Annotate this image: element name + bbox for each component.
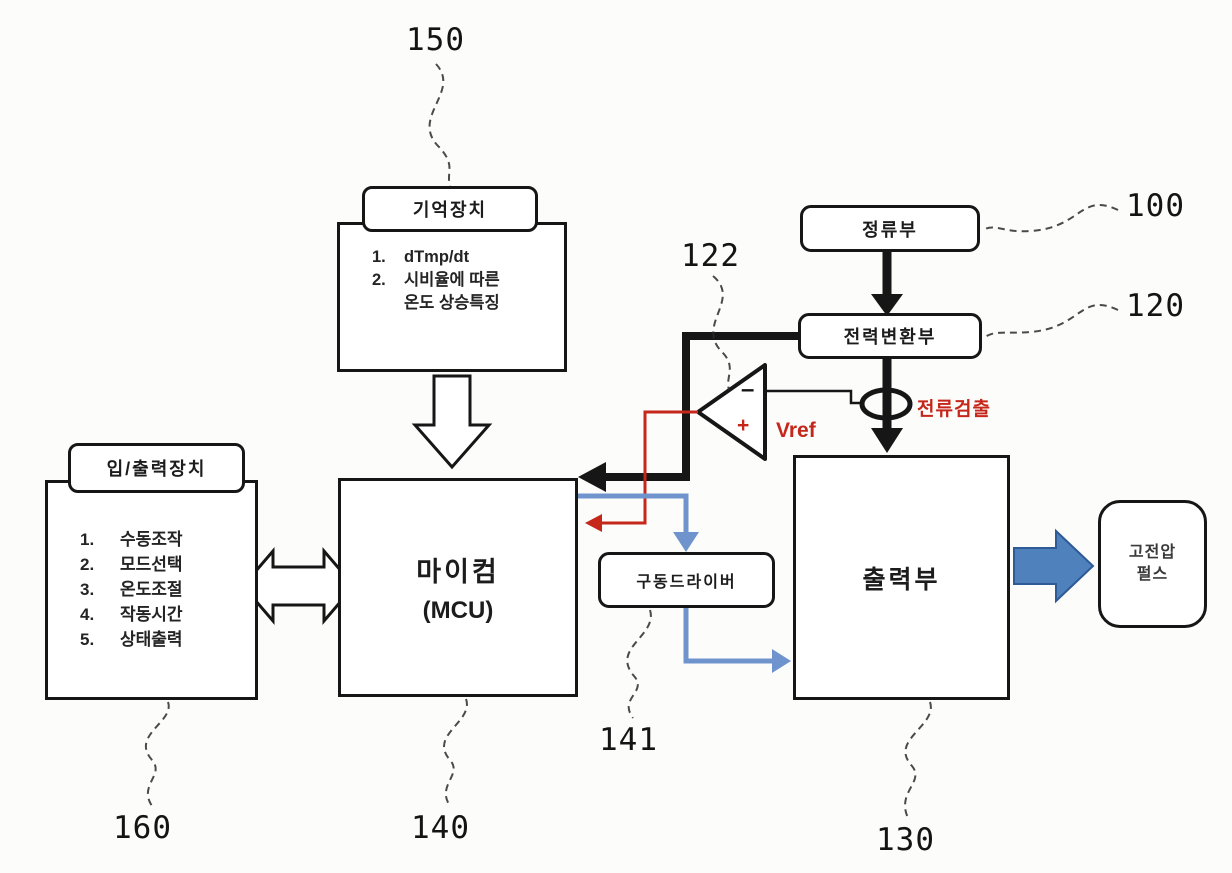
comparator-minus-label: – [741,376,755,403]
io-item-2-label: 모드선택 [120,555,183,574]
driver-title-label: 구동드라이버 [636,574,737,591]
memory-list: 1. dTmp/dt 2. 시비율에 따른 온도 상승특징 [372,246,552,315]
io-item-4: 4. 작동시간 [80,602,250,627]
comparator-plus-label: + [737,414,750,437]
mcu-title-line1: 마이컴 [416,557,500,587]
current-sensor-icon [765,387,913,421]
io-box [45,480,258,700]
io-item-1-num: 1. [80,530,95,549]
leader-150 [428,63,451,187]
leader-100 [984,204,1119,233]
io-item-3-label: 온도조절 [120,580,183,599]
converter-title-label: 전력변환부 [843,327,937,347]
ref-120: 120 [1126,288,1185,324]
rectifier-title-label: 정류부 [862,219,918,240]
pulse-label-line1: 고전압 [1128,544,1177,561]
mcu-to-driver-blue-arrow [578,493,699,552]
memory-item-1-label: dTmp/dt [404,248,470,266]
memory-to-mcu-block-arrow [411,374,493,470]
comparator-to-mcu-red-arrow [585,410,698,532]
pulse-box: 고전압 펄스 [1098,500,1207,628]
ref-130: 130 [876,822,935,858]
ref-141: 141 [599,722,658,758]
current-sense-label: 전류검출 [917,399,991,420]
io-item-2-num: 2. [80,555,95,574]
memory-title-label: 기억장치 [412,200,488,220]
io-list: 1. 수동조작 2. 모드선택 3. 온도조절 4. 작동시간 5. 상태출력 [80,527,250,652]
io-item-2: 2. 모드선택 [80,552,250,577]
driver-box: 구동드라이버 [598,552,775,608]
output-box: 출력부 [793,455,1010,700]
ref-100: 100 [1126,188,1185,224]
comparator-icon [696,363,767,461]
mcu-box: 마이컴 (MCU) [338,478,578,697]
memory-item-2: 2. 시비율에 따른 온도 상승특징 [372,269,552,315]
leader-141 [626,609,652,719]
converter-box: 전력변환부 [798,313,982,359]
leader-122 [712,275,731,391]
leader-130 [904,701,932,819]
io-item-4-num: 4. [80,605,95,624]
output-title-label: 출력부 [862,565,941,594]
pulse-label-line2: 펄스 [1136,566,1169,583]
mcu-title-line2: (MCU) [422,597,494,624]
rectifier-box: 정류부 [800,205,980,252]
io-box-title: 입/출력장치 [68,443,245,493]
leader-120 [984,304,1119,338]
memory-item-2-label: 시비율에 따른 온도 상승특징 [404,271,500,312]
io-item-5-label: 상태출력 [120,630,183,649]
ref-150: 150 [406,22,465,58]
leader-lines [144,63,1119,819]
io-item-5-num: 5. [80,630,95,649]
leader-160 [144,701,170,807]
io-item-5: 5. 상태출력 [80,627,250,652]
io-item-1-label: 수동조작 [120,530,183,549]
output-to-pulse-block-arrow [1013,528,1095,604]
ref-140: 140 [411,810,470,846]
io-item-1: 1. 수동조작 [80,527,250,552]
memory-item-2-num: 2. [372,271,386,289]
memory-item-1: 1. dTmp/dt [372,246,552,269]
io-title-label: 입/출력장치 [106,459,207,479]
converter-to-output-arrow [871,358,903,453]
ref-122: 122 [681,238,740,274]
io-item-3: 3. 온도조절 [80,577,250,602]
io-item-4-label: 작동시간 [120,605,183,624]
vref-label: Vref [776,419,816,442]
driver-to-output-blue-arrow [683,608,791,673]
memory-item-1-num: 1. [372,248,386,266]
leader-140 [443,698,468,807]
io-item-3-num: 3. [80,580,95,599]
memory-box-title: 기억장치 [362,186,538,232]
rectifier-to-converter-arrow [871,252,903,316]
ref-160: 160 [113,810,172,846]
